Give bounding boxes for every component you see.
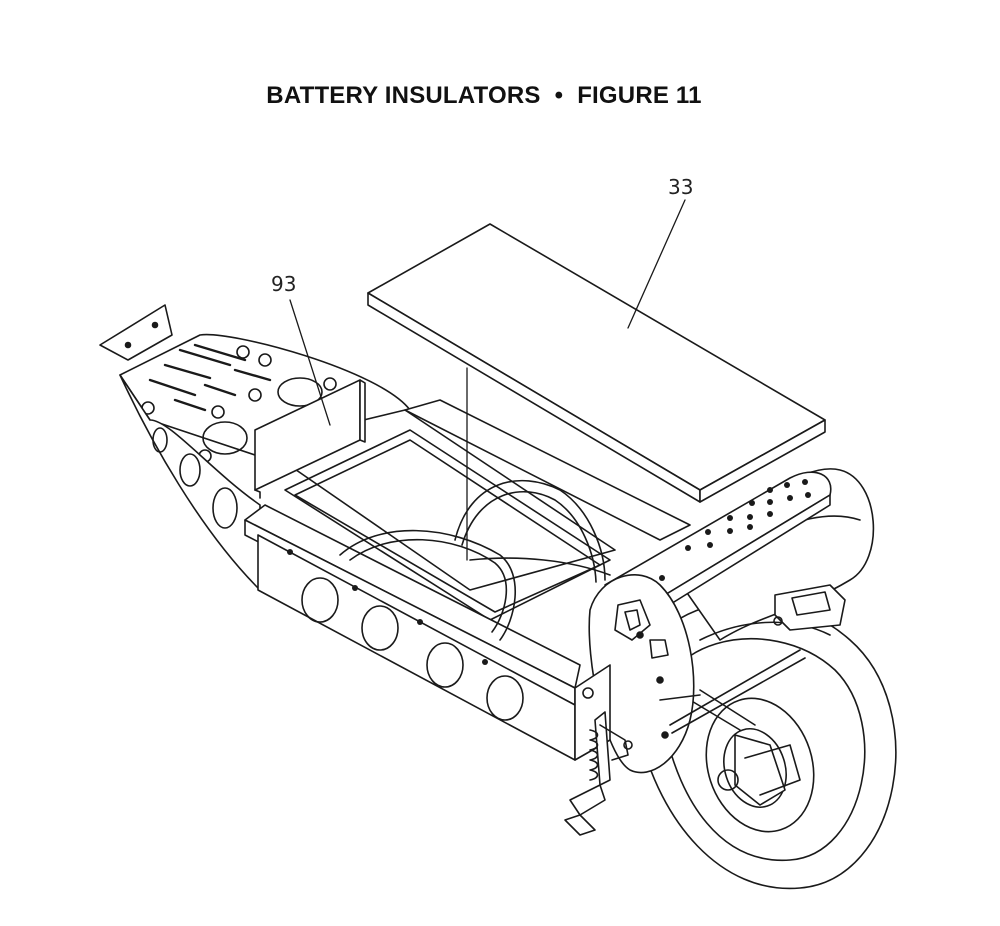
kickstand — [565, 712, 632, 835]
tail-light — [774, 585, 845, 630]
battery-tray — [245, 400, 690, 760]
figure-title-main: BATTERY INSULATORS — [266, 82, 541, 109]
figure-title-number: FIGURE 11 — [577, 82, 702, 109]
rear-swing-plate — [605, 472, 831, 620]
leader-line-33 — [628, 200, 685, 328]
rear-wheel — [634, 601, 896, 888]
callout-label-33: 33 — [668, 175, 694, 199]
figure-title-separator: • — [554, 82, 564, 109]
battery-insulator-33 — [368, 224, 825, 502]
callout-label-93: 93 — [271, 272, 297, 296]
figure-title: BATTERY INSULATORS • FIGURE 11 — [0, 82, 968, 110]
motor-mount-plate — [589, 575, 805, 773]
leader-line-93 — [290, 300, 330, 425]
battery-insulator-93 — [255, 380, 365, 498]
